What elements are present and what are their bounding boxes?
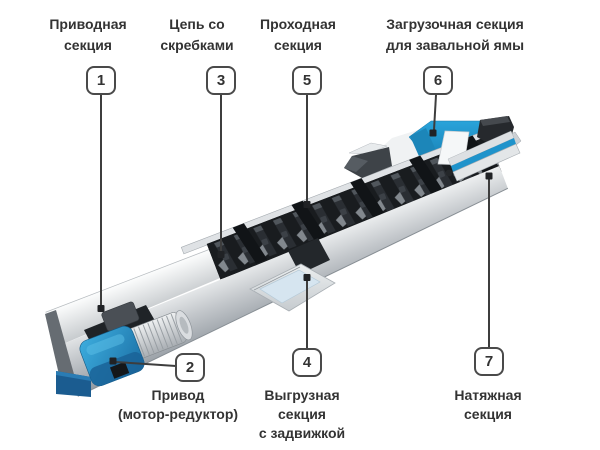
callout-number-discharge-section: 4 [292,348,322,377]
label-line: Привод [151,387,205,403]
label-line: секция [64,37,112,53]
label-line: с задвижкой [258,425,346,441]
callout-number-scraper-chain: 3 [206,66,236,95]
infeed-funnel [344,142,392,178]
callout-label-tension-section: Натяжная секция [438,386,538,424]
drive-unit [45,301,193,397]
takeup-bracket [452,143,521,182]
gear-reducer [79,325,145,387]
drive-cover-deck [45,243,236,346]
label-line: Приводная [49,16,127,32]
callout-label-drive-motor: Привод (мотор-редуктор) [95,386,261,424]
label-line: скребками [160,37,234,53]
callout-number-drive-section: 1 [86,66,116,95]
leader-lines [100,94,490,367]
tension-end [445,116,522,182]
callout-label-discharge-section: Выгрузная секция с задвижкой [250,386,354,443]
scraper-chain-band [206,135,502,280]
label-line: (мотор-редуктор) [117,406,239,422]
callout-number-drive-motor: 2 [175,353,205,382]
label-line: секция [464,406,512,422]
label-line: для завальной ямы [385,37,525,53]
left-end-face [45,310,79,392]
callout-number-pass-section: 5 [292,66,322,95]
label-line: Загрузочная секция [386,16,524,32]
label-line: секция [274,37,322,53]
label-line: Выгрузная [264,387,340,403]
label-line: Проходная [260,16,336,32]
label-line: Цепь со [169,16,225,32]
callout-number-loading-section: 6 [423,66,453,95]
leader-dots [97,129,493,365]
callout-label-loading-section: Загрузочная секция для завальной ямы [362,14,548,56]
electric-motor [125,310,193,360]
callout-label-pass-section: Проходная секция [248,14,348,56]
label-line: секция [278,406,326,422]
label-line: Натяжная [454,387,522,403]
callout-label-drive-section: Приводная секция [38,14,138,56]
callout-number-tension-section: 7 [474,347,504,376]
callout-label-scraper-chain: Цепь со скребками [147,14,247,56]
